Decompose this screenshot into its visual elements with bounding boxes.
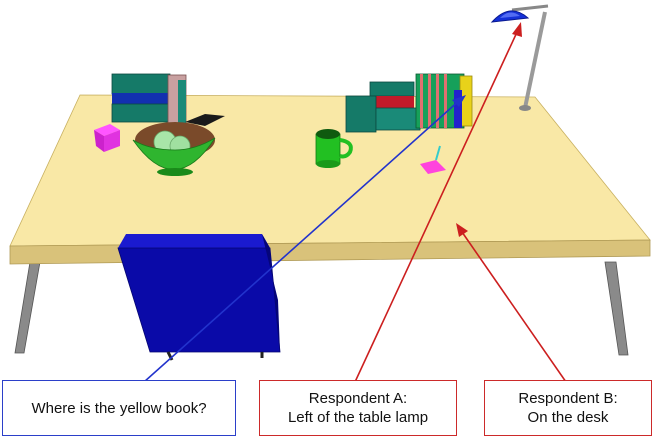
left-book-stack [111,73,225,126]
respondent-a-answer: Left of the table lamp [287,409,429,426]
respondent-b-answer: On the desk [527,409,609,426]
table-lamp [490,4,549,111]
blue-chair [117,234,281,361]
respondent-b-title: Respondent B: [518,390,618,407]
respondent-b-box: Respondent B: On the desk [484,380,652,436]
fruit-bowl [132,122,216,176]
question-text: Where is the yellow book? [31,399,207,417]
question-box: Where is the yellow book? [2,380,236,436]
respondent-a-arrow [354,22,522,383]
desk [9,94,651,265]
respondent-a-title: Respondent A: [308,390,408,407]
sticky-note [420,145,446,174]
right-book-stack [345,73,473,133]
respondent-b-arrow [456,223,567,383]
green-mug [315,129,353,168]
question-arrow [143,95,466,383]
respondent-a-box: Respondent A: Left of the table lamp [259,380,457,436]
magenta-cube [94,124,120,152]
